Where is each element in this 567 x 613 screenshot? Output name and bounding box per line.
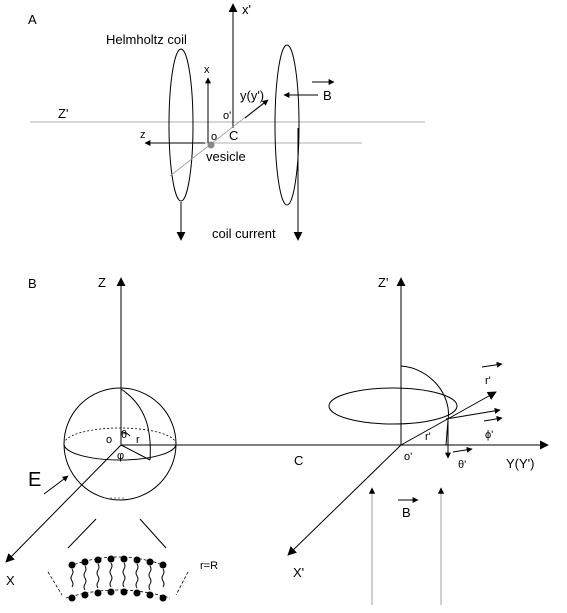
X-prime-label: X' [293,565,304,580]
r-prime-label: r' [425,431,431,443]
o-label-b: o [106,434,112,446]
lipid [107,555,115,596]
theta-prime-vec-mark [452,446,473,453]
sphere-equator-front [63,443,177,461]
panel-a: A x' Helmholtz coil coil current x z Z' … [28,2,425,241]
right-coil [274,44,300,206]
membrane-bilayer [47,555,189,602]
b-label: B [323,88,332,103]
phi-prime-vec-label: ϕ' [485,429,493,441]
r-vector [120,444,151,461]
z-label: z [140,129,146,141]
membrane-left-dash [47,571,63,596]
B-label-b: B [402,505,411,520]
zoom-line-right [139,518,167,549]
X-label: X [6,573,15,588]
C-label: C [294,453,303,468]
c-label: C [229,128,238,143]
left-coil [168,48,194,202]
coil-loop [328,387,458,425]
panel-b: B Z Y(Y') C X o θ φ r E [5,275,549,605]
x-prime-label: x' [242,2,251,17]
x-axis-left [5,444,122,563]
sphere-equator-back [63,427,177,445]
vesicle-label: vesicle [206,149,246,164]
z-prime-label: Z' [58,106,68,121]
r-prime-vec-label: r' [485,375,491,387]
sphere-meridian [120,388,151,461]
theta-label: θ [121,429,127,441]
o-prime-label-b: o' [404,451,412,463]
phi-prime-unit-vector [445,407,501,420]
lipid [120,555,128,596]
zoom-line-left [67,518,97,549]
theta-arc [120,431,131,437]
theta-prime-vec-label: θ' [458,459,466,471]
Z-label: Z [98,275,106,290]
Z-prime-label: Z' [378,275,388,290]
lipid [68,561,76,602]
y-axis-arrow [244,99,269,119]
x-label: x [204,64,210,76]
r-equals-R-label: r=R [200,560,218,572]
o-prime-label: o' [223,110,231,122]
lipid [159,561,167,602]
phi-prime-vec-mark [483,415,503,422]
o-label: o [211,131,217,143]
lipid [146,558,154,599]
coil-label: Helmholtz coil [106,32,187,47]
vesicle-dot [207,141,215,149]
lipid [94,556,102,597]
lipid [133,556,141,597]
membrane-right-dash [175,571,189,596]
lipid [81,558,89,599]
Y-label: Y(Y') [506,456,534,471]
y-label: y(y') [240,88,264,103]
r-prime-vec-mark [481,361,503,368]
membrane-inner-arc [65,589,171,599]
r-label: r [136,434,140,446]
panel-b-letter: B [28,276,37,291]
coil-current-label: coil current [212,226,276,241]
E-label: E [28,469,41,491]
e-field-arrow [43,475,69,495]
phi-label: φ [117,450,124,462]
x-prime-axis-b [287,444,402,556]
vesicle-sphere [63,387,177,501]
panel-a-letter: A [28,12,37,27]
membrane-outer-arc [69,556,167,567]
